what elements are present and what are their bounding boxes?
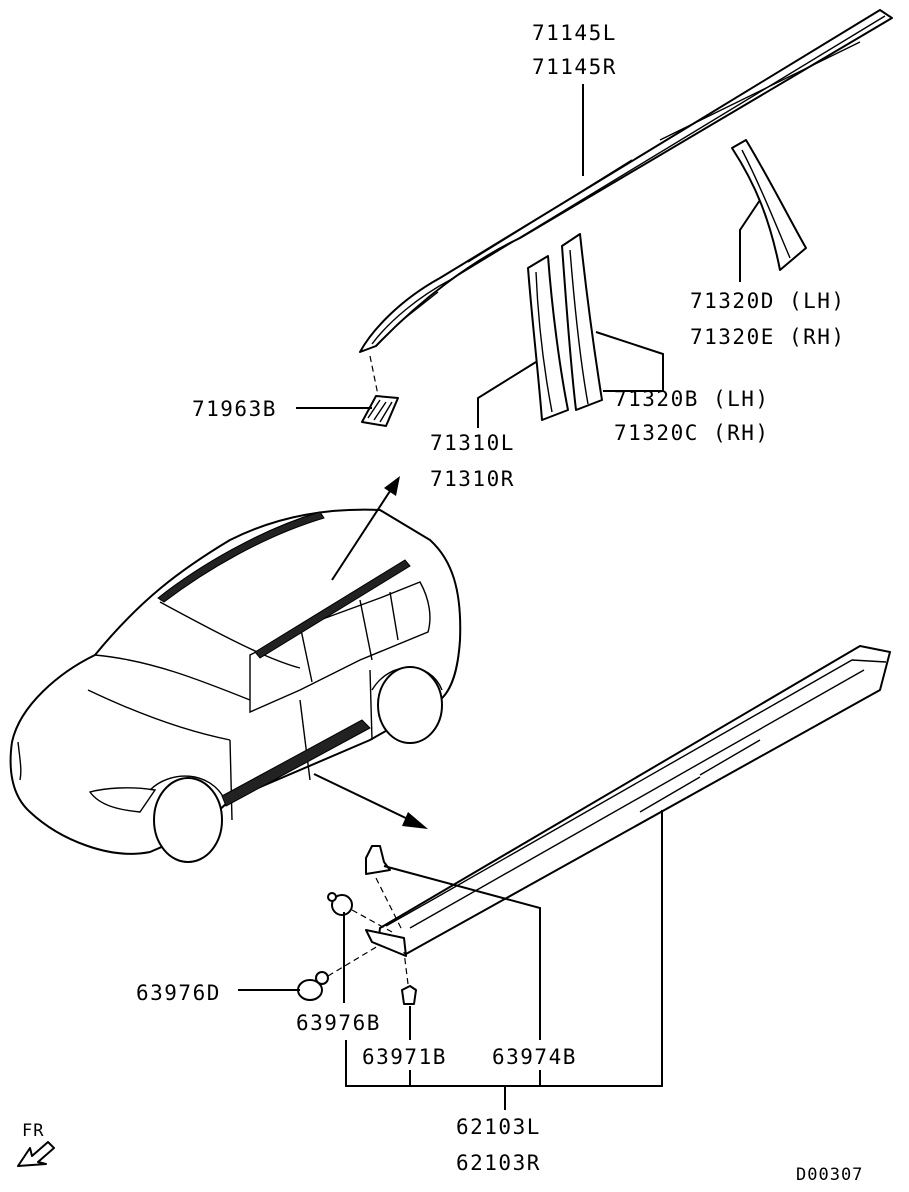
label-63974b: 63974B bbox=[492, 1045, 577, 1069]
fastener-63976b-part bbox=[327, 892, 393, 933]
label-71145r: 71145R bbox=[532, 55, 617, 79]
diagram-code: D00307 bbox=[796, 1165, 863, 1185]
label-71320d: 71320D (LH) bbox=[690, 289, 846, 313]
label-71310l: 71310L bbox=[430, 431, 515, 455]
side-sill-garnish-part bbox=[365, 645, 891, 957]
label-71310r: 71310R bbox=[430, 467, 515, 491]
pillar-garnish-71320d-part bbox=[731, 139, 807, 271]
clip-71963b-part bbox=[361, 355, 399, 427]
vehicle-outline bbox=[9, 508, 462, 863]
label-71145l: 71145L bbox=[532, 21, 617, 45]
label-63976b: 63976B bbox=[296, 1011, 381, 1035]
label-71320e: 71320E (RH) bbox=[690, 325, 846, 349]
leader-lines bbox=[238, 84, 761, 1110]
fastener-63976d-part bbox=[297, 945, 379, 1001]
label-71320b: 71320B (LH) bbox=[614, 387, 770, 411]
pillar-garnish-71320b-part bbox=[561, 233, 603, 411]
arrow-to-sill-parts bbox=[313, 773, 428, 829]
screw-63971b-part bbox=[401, 951, 417, 1005]
label-63971b: 63971B bbox=[362, 1045, 447, 1069]
pillar-garnish-71310-part bbox=[527, 255, 569, 421]
front-marker-label: FR bbox=[22, 1121, 44, 1141]
roof-molding-part bbox=[359, 9, 893, 353]
label-71320c: 71320C (RH) bbox=[614, 421, 770, 445]
label-62103r: 62103R bbox=[456, 1151, 541, 1175]
label-62103l: 62103L bbox=[456, 1115, 541, 1139]
label-71963b: 71963B bbox=[192, 397, 277, 421]
label-63976d: 63976D bbox=[136, 981, 221, 1005]
front-marker: FR bbox=[17, 1121, 55, 1167]
arrow-to-roof-parts bbox=[331, 476, 400, 581]
arrow-down-left-icon bbox=[17, 1141, 55, 1167]
